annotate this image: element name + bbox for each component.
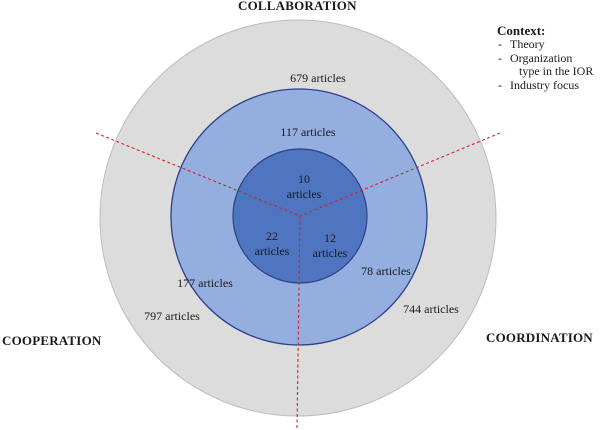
outer-cooperation-count: 797 articles: [144, 309, 200, 323]
inner-cooperation-number: 22: [266, 229, 278, 243]
divider-bottom: [296, 215, 301, 429]
inner-collaboration-number: 10: [298, 172, 310, 186]
context-item-label: Theory: [510, 37, 545, 52]
collaboration-heading: COLLABORATION: [238, 0, 357, 13]
context-item: -Theory: [498, 37, 545, 52]
context-legend: Context: -Theory -Organization type in t…: [497, 24, 593, 92]
context-list: -Theory -Organization type in the IOR -I…: [497, 37, 593, 92]
coordination-heading: COORDINATION: [486, 330, 593, 345]
context-item: -Organization: [498, 50, 573, 65]
context-item-label: type in the IOR: [510, 64, 594, 79]
context-item-label: Industry focus: [510, 77, 579, 92]
inner-coordination-number: 12: [324, 231, 336, 245]
sector-dividers: [95, 132, 501, 429]
inner-coordination-word: articles: [313, 246, 348, 260]
outer-collaboration-count: 679 articles: [290, 71, 346, 85]
context-item: -Industry focus: [498, 77, 579, 92]
divider-left: [95, 132, 301, 217]
context-item-continuation: type in the IOR: [497, 65, 593, 78]
cooperation-heading: COOPERATION: [2, 333, 102, 348]
middle-cooperation-count: 177 articles: [177, 276, 233, 290]
middle-collaboration-count: 117 articles: [280, 125, 336, 139]
context-item-label: Organization: [510, 50, 573, 65]
inner-collaboration-word: articles: [287, 187, 322, 201]
middle-coordination-count: 78 articles: [361, 264, 411, 278]
context-title: Context:: [497, 23, 546, 38]
inner-cooperation-word: articles: [255, 244, 290, 258]
outer-coordination-count: 744 articles: [403, 302, 459, 316]
